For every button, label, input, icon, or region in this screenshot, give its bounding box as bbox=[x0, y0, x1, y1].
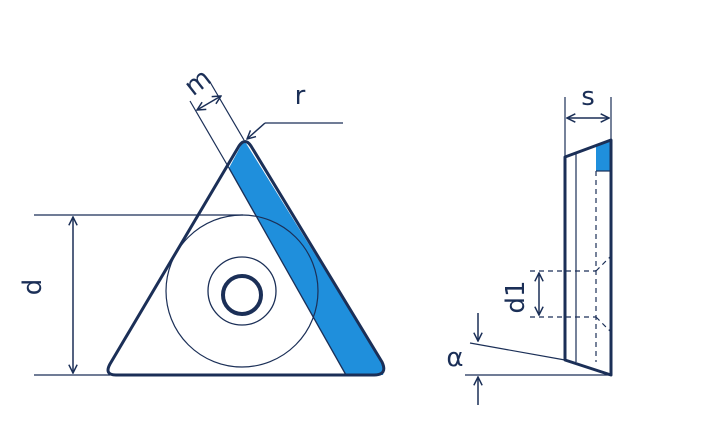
m-dimension-line bbox=[197, 96, 221, 110]
label-m: m bbox=[179, 63, 217, 102]
side-profile bbox=[563, 138, 613, 377]
dimension-alpha: α bbox=[446, 313, 611, 405]
side-view bbox=[530, 138, 613, 377]
label-s: s bbox=[581, 82, 595, 112]
hidden-line-chamfer-bottom bbox=[595, 316, 612, 333]
front-view bbox=[106, 140, 386, 377]
alpha-slope-line bbox=[469, 342, 566, 361]
dimension-s: s bbox=[564, 82, 612, 157]
label-d1: d1 bbox=[501, 280, 531, 313]
hidden-line-chamfer-top bbox=[595, 255, 612, 272]
r-leader-arrow bbox=[247, 122, 266, 139]
cutting-edge-border bbox=[228, 167, 347, 376]
hole-circle bbox=[221, 274, 263, 316]
dimension-d: d bbox=[18, 214, 243, 376]
dimension-d1: d1 bbox=[501, 273, 539, 315]
hole-outer-circle bbox=[207, 256, 277, 326]
cutting-edge-band bbox=[229, 140, 385, 375]
dimension-r: r bbox=[247, 81, 343, 139]
hidden-lines bbox=[530, 171, 612, 362]
side-cutting-edge bbox=[596, 140, 611, 171]
label-d: d bbox=[18, 279, 48, 296]
m-extension-2 bbox=[209, 81, 245, 141]
label-r: r bbox=[295, 81, 306, 111]
label-alpha: α bbox=[446, 343, 463, 373]
m-extension-1 bbox=[189, 100, 230, 169]
insert-outline bbox=[106, 140, 386, 377]
